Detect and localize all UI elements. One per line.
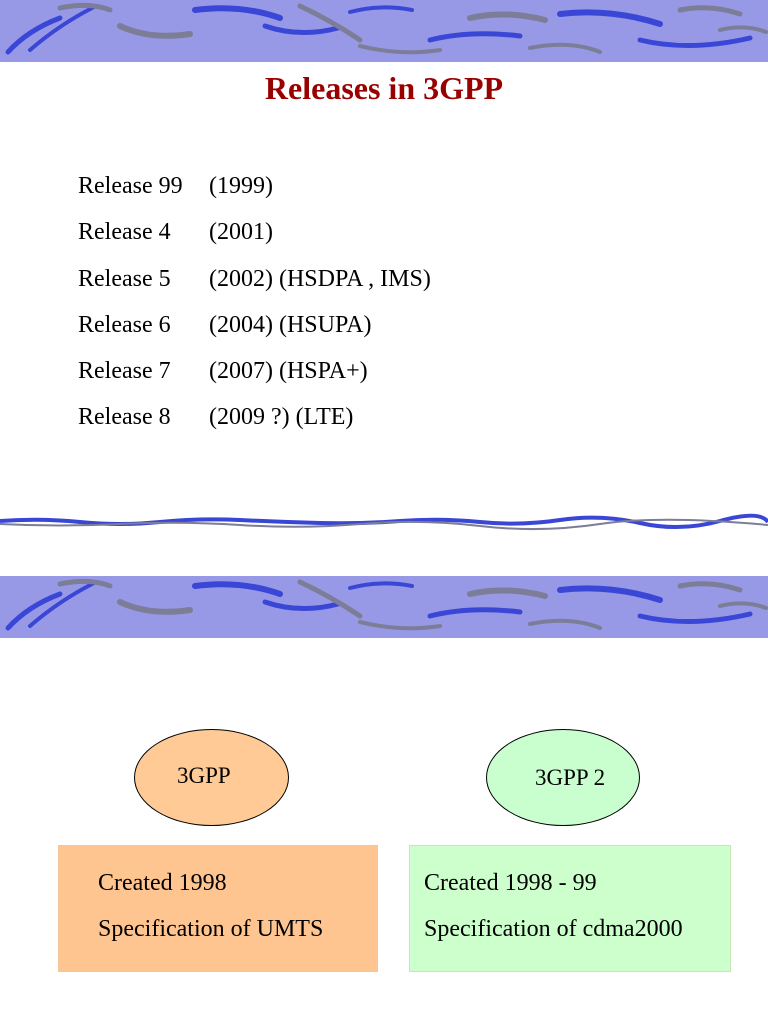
3gpp2-created-text: Created 1998 - 99 (424, 870, 597, 896)
3gpp2-ellipse: 3GPP 2 (486, 729, 640, 826)
release-row: Release 8 (2009 ?) (LTE) (78, 399, 431, 445)
release-row: Release 4 (2001) (78, 214, 431, 260)
release-name: Release 5 (78, 265, 171, 292)
3gpp-ellipse: 3GPP (134, 729, 289, 826)
3gpp2-info-box: Created 1998 - 99 Specification of cdma2… (409, 845, 731, 972)
release-name: Release 7 (78, 358, 171, 385)
3gpp2-ellipse-label: 3GPP 2 (535, 765, 606, 790)
release-row: Release 6 (2004) (HSUPA) (78, 307, 431, 353)
release-name: Release 8 (78, 404, 171, 431)
release-detail: (1999) (209, 173, 273, 199)
slide-organizations: 3GPP 3GPP 2 Created 1998 Specification o… (0, 576, 768, 1024)
3gpp-ellipse-label: 3GPP (177, 763, 231, 788)
release-detail: (2001) (209, 219, 273, 246)
release-row: Release 99 (1999) (78, 168, 431, 214)
release-list: Release 99 (1999) Release 4 (2001) Release 5… (78, 168, 431, 446)
3gpp-info-box: Created 1998 Specification of UMTS (58, 845, 378, 972)
release-row: Release 5 (2002) (HSDPA , IMS) (78, 261, 431, 307)
3gpp2-spec-text: Specification of cdma2000 (424, 916, 683, 942)
release-row: Release 7 (2007) (HSPA+) (78, 353, 431, 399)
release-detail: (2009 ?) (LTE) (209, 404, 354, 431)
release-detail: (2002) (HSDPA , IMS) (209, 265, 431, 292)
release-detail: (2004) (HSUPA) (209, 311, 372, 338)
slide-title: Releases in 3GPP (264, 70, 504, 106)
3gpp-created-text: Created 1998 (98, 870, 227, 896)
3gpp-spec-text: Specification of UMTS (98, 916, 324, 942)
release-name: Release 6 (78, 311, 171, 338)
release-name: Release 4 (78, 219, 171, 246)
slide-releases: Releases in 3GPP Release 99(1999)Release… (0, 0, 768, 534)
wavy-divider (0, 512, 768, 534)
decorative-banner (0, 0, 768, 62)
release-name: Release 99 (78, 173, 183, 199)
decorative-banner (0, 576, 768, 638)
release-detail: (2007) (HSPA+) (209, 358, 368, 385)
